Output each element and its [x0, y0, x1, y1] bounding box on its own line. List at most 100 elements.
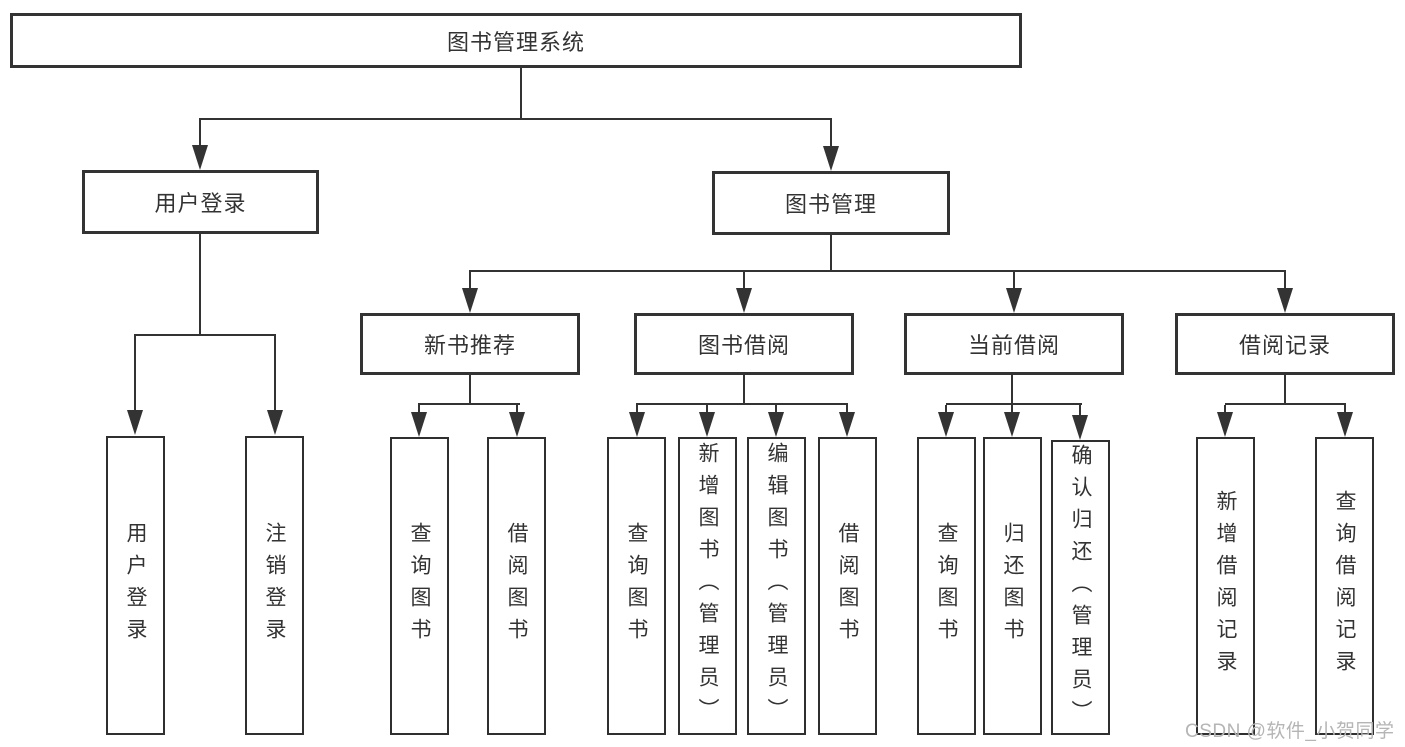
node-book-management: 图书管理: [712, 171, 950, 235]
arrow-head-icon: [823, 146, 839, 171]
leaf-label: 归还图书: [1001, 522, 1024, 650]
node-label: 借阅记录: [1238, 333, 1331, 358]
arrow-to-query-record: [1337, 405, 1353, 437]
node-label: 图书管理: [784, 192, 877, 217]
connector-current-bar: [946, 403, 1082, 405]
leaf-query-books-current: 查询图书: [917, 437, 976, 735]
connector-recommend-bar: [418, 403, 520, 405]
arrow-to-current-borrow: [1006, 272, 1022, 313]
node-borrowing-records: 借阅记录: [1175, 313, 1395, 375]
connector-user-bar: [134, 334, 276, 336]
arrow-to-borrow-books-2: [839, 405, 855, 437]
arrow-stem: [134, 335, 136, 410]
leaf-borrow-books: 借阅图书: [818, 437, 877, 735]
arrow-to-borrow-records: [1277, 272, 1293, 313]
arrow-head-icon: [1006, 288, 1022, 313]
arrow-to-leaf-user-login: [127, 335, 143, 435]
arrow-stem: [775, 405, 777, 412]
node-label: 图书管理系统: [446, 29, 585, 55]
arrow-to-edit-books: [768, 405, 784, 437]
arrow-head-icon: [1004, 412, 1020, 437]
arrow-to-book-management: [823, 118, 839, 171]
leaf-query-books-borrow: 查询图书: [607, 437, 666, 735]
leaf-add-borrow-record: 新增借阅记录: [1196, 437, 1255, 735]
node-root-library-system: 图书管理系统: [10, 13, 1022, 68]
arrow-to-return-books: [1004, 405, 1020, 437]
arrow-stem: [830, 118, 832, 146]
leaf-label: 新增借阅记录: [1214, 490, 1237, 682]
leaf-label: 注销登录: [263, 521, 286, 650]
leaf-query-books-recommend: 查询图书: [390, 437, 449, 735]
leaf-edit-books-admin: 编辑图书（管理员）: [747, 437, 806, 735]
arrow-to-add-books: [699, 405, 715, 437]
node-label: 新书推荐: [423, 333, 516, 358]
arrow-to-add-record: [1217, 405, 1233, 437]
node-label: 图书借阅: [697, 333, 790, 358]
leaf-label: 查询图书: [408, 522, 431, 650]
arrow-head-icon: [127, 410, 143, 435]
leaf-label: 编辑图书（管理员）: [765, 442, 788, 730]
leaf-label: 查询图书: [625, 522, 648, 650]
leaf-label: 确认归还（管理员）: [1069, 443, 1092, 732]
connector-root-stem: [520, 68, 522, 120]
leaf-label: 用户登录: [124, 521, 147, 650]
node-current-borrowing: 当前借阅: [904, 313, 1124, 375]
leaf-user-login: 用户登录: [106, 436, 165, 735]
arrow-stem: [418, 405, 420, 412]
csdn-watermark: CSDN @软件_小贺同学: [1185, 721, 1395, 742]
arrow-head-icon: [736, 288, 752, 313]
connector-recommend-stem: [469, 375, 471, 405]
arrow-to-confirm-return: [1072, 405, 1088, 440]
leaf-add-books-admin: 新增图书（管理员）: [678, 437, 737, 735]
leaf-confirm-return-admin: 确认归还（管理员）: [1051, 440, 1110, 735]
connector-user-stem: [199, 234, 201, 335]
arrow-head-icon: [267, 410, 283, 435]
arrow-to-book-borrow: [736, 272, 752, 313]
node-user-login: 用户登录: [82, 170, 319, 234]
arrow-stem: [1079, 405, 1081, 415]
arrow-head-icon: [1217, 412, 1233, 437]
node-book-borrowing: 图书借阅: [634, 313, 854, 375]
arrow-to-query-books-1: [411, 405, 427, 437]
connector-root-bar: [199, 118, 832, 120]
leaf-return-books: 归还图书: [983, 437, 1042, 735]
node-label: 用户登录: [154, 191, 247, 216]
arrow-head-icon: [1072, 415, 1088, 440]
node-label: 当前借阅: [967, 333, 1060, 358]
arrow-stem: [516, 405, 518, 412]
arrow-head-icon: [699, 412, 715, 437]
arrow-stem: [945, 405, 947, 412]
arrow-head-icon: [839, 412, 855, 437]
connector-borrow-bar: [636, 403, 848, 405]
leaf-label: 查询图书: [935, 522, 958, 650]
arrow-head-icon: [192, 145, 208, 170]
connector-records-stem: [1284, 375, 1286, 405]
node-new-book-recommend: 新书推荐: [360, 313, 580, 375]
leaf-query-borrow-record: 查询借阅记录: [1315, 437, 1374, 735]
arrow-to-user-login: [192, 118, 208, 170]
connector-mgmt-stem: [830, 235, 832, 272]
connector-records-bar: [1225, 403, 1346, 405]
leaf-label: 借阅图书: [505, 522, 528, 650]
arrow-to-new-recommend: [462, 272, 478, 313]
arrow-stem: [846, 405, 848, 412]
arrow-head-icon: [1337, 412, 1353, 437]
arrow-stem: [743, 272, 745, 288]
arrow-head-icon: [938, 412, 954, 437]
leaf-label: 借阅图书: [836, 522, 859, 650]
connector-mgmt-bar: [469, 270, 1286, 272]
arrow-to-borrow-books-1: [509, 405, 525, 437]
arrow-stem: [469, 272, 471, 288]
connector-current-stem: [1011, 375, 1013, 405]
arrow-head-icon: [629, 412, 645, 437]
arrow-to-query-books-2: [629, 405, 645, 437]
arrow-stem: [1013, 272, 1015, 288]
arrow-head-icon: [509, 412, 525, 437]
arrow-head-icon: [1277, 288, 1293, 313]
leaf-label: 查询借阅记录: [1333, 490, 1356, 682]
connector-borrow-stem: [743, 375, 745, 405]
arrow-head-icon: [462, 288, 478, 313]
arrow-to-query-books-3: [938, 405, 954, 437]
arrow-stem: [1344, 405, 1346, 412]
